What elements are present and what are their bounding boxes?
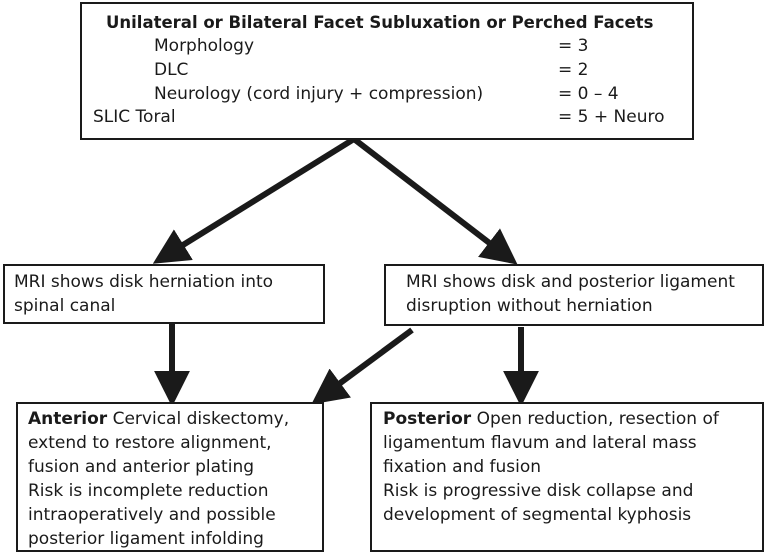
anterior-line-5: intraoperatively and possible — [28, 505, 276, 525]
neurology-label: Neurology (cord injury + compression) — [154, 84, 484, 104]
posterior-line-2: ligamentum flavum and lateral mass — [383, 433, 697, 453]
dlc-label: DLC — [154, 60, 189, 80]
anterior-line-4: Risk is incomplete reduction — [28, 481, 269, 501]
arrow-top-to-right — [352, 136, 518, 265]
morphology-value: = 3 — [558, 36, 589, 56]
anterior-line-2: extend to restore alignment, — [28, 433, 272, 453]
herniation-line-2: spinal canal — [14, 296, 116, 316]
posterior-line-5: development of segmental kyphosis — [383, 505, 692, 525]
anterior-line-1: Anterior Cervical diskectomy, — [28, 408, 289, 431]
ligament-line-1: MRI shows disk and posterior ligament — [406, 272, 735, 292]
morphology-label: Morphology — [154, 36, 254, 56]
anterior-line-1-text: Cervical diskectomy, — [107, 409, 290, 429]
ligament-line-2: disruption without herniation — [406, 296, 653, 316]
anterior-heading: Anterior — [28, 409, 108, 429]
anterior-line-6: posterior ligament infolding — [28, 529, 264, 549]
dlc-value: = 2 — [558, 60, 589, 80]
arrow-midright-to-anterior — [311, 327, 414, 405]
slic-total-value: = 5 + Neuro — [558, 107, 665, 127]
anterior-box — [16, 402, 324, 552]
neurology-value: = 0 – 4 — [558, 84, 619, 104]
posterior-heading: Posterior — [383, 409, 472, 429]
herniation-line-1: MRI shows disk herniation into — [14, 272, 274, 292]
anterior-line-3: fusion and anterior plating — [28, 457, 255, 477]
herniation-box — [3, 264, 325, 324]
posterior-line-1-text: Open reduction, resection of — [471, 409, 719, 429]
ligament-disruption-box — [384, 264, 764, 326]
posterior-line-1: Posterior Open reduction, resection of — [383, 408, 719, 431]
slic-total-label: SLIC Toral — [93, 107, 176, 127]
posterior-line-3: fixation and fusion — [383, 457, 542, 477]
posterior-line-4: Risk is progressive disk collapse and — [383, 481, 694, 501]
top-box-title: Unilateral or Bilateral Facet Subluxatio… — [106, 13, 654, 32]
facet-subluxation-box — [80, 2, 694, 140]
arrow-top-to-left — [152, 136, 356, 264]
posterior-box — [370, 402, 764, 552]
